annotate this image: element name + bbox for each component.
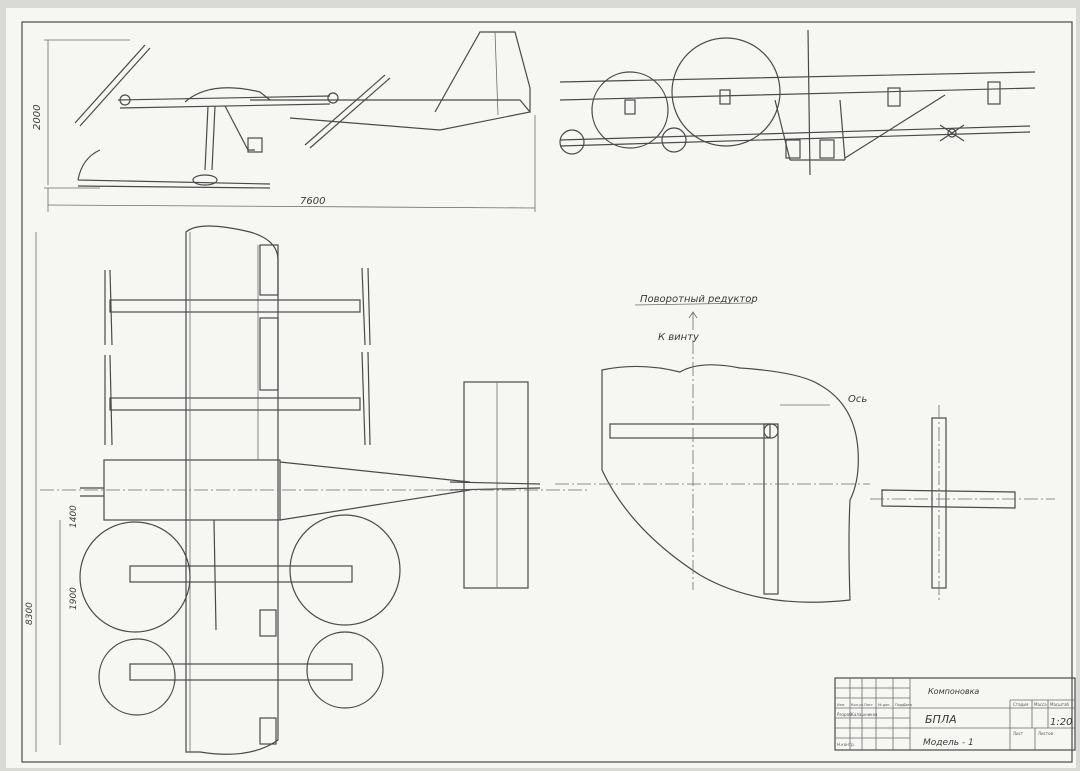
top-tail-boom [279, 461, 471, 521]
top-boom-left [213, 519, 217, 631]
col-sheet: Лист [864, 703, 873, 707]
col-scale: Масштаб [1050, 702, 1070, 707]
top-wheel-rear-left [98, 638, 176, 716]
col-doc: № док. [878, 703, 891, 707]
front-engine-right [819, 139, 835, 159]
gearbox-bevel-gear [763, 423, 779, 439]
side-height-dim: 2000 [32, 105, 43, 130]
top-view: 8300 1900 1400 [25, 225, 590, 755]
top-prop-2 [104, 354, 113, 446]
side-front-propeller-hub [119, 94, 131, 106]
col-sign: Подп. [895, 703, 906, 707]
front-engine-left [785, 139, 801, 159]
shaft-cross-detail [870, 405, 1055, 600]
front-propeller-disc-small [591, 71, 669, 149]
title-block-name: БПЛА [925, 713, 957, 726]
gearbox-title-underline [634, 302, 753, 306]
side-tail-boom [250, 99, 532, 131]
col-stage: Стадия [1013, 702, 1029, 707]
front-small-rotor [939, 124, 965, 142]
top-wheel-gap-dim: 1900 [69, 587, 79, 610]
side-front-propeller-left [74, 44, 146, 124]
side-rear-propeller-edge [309, 77, 391, 149]
side-tail-fin [434, 31, 531, 113]
cross-shaft-horizontal [881, 489, 1016, 509]
col-change: Изм. [837, 703, 845, 707]
developer-name: Калашников [851, 712, 878, 717]
top-span-dim: 8300 [25, 602, 35, 625]
sheets-label: Листов [1038, 731, 1054, 736]
side-strut-right [211, 105, 216, 171]
gearbox-detail: Поворотный редуктор К винту Ось [555, 294, 870, 603]
top-tail-stabilizer [463, 381, 529, 589]
top-fuselage [103, 459, 281, 521]
top-small-dim: 1400 [69, 505, 79, 528]
top-wheel-rear-right [306, 631, 384, 709]
gearbox-housing [601, 364, 859, 603]
axis-label: Ось [848, 394, 867, 405]
side-view: 2000 7600 [32, 31, 536, 212]
to-propeller-arrowhead [688, 311, 698, 319]
side-length-dim-line [47, 204, 536, 209]
title-block-model: Модель - 1 [923, 738, 974, 748]
side-rear-propeller-hub [327, 92, 339, 104]
top-prop-1 [104, 269, 113, 346]
front-fuselage-sides [774, 99, 846, 161]
side-front-propeller-left-edge [79, 47, 151, 127]
side-canopy [184, 87, 271, 103]
side-fin-hinge [494, 31, 499, 116]
col-mass: Масса [1034, 702, 1047, 707]
front-wheel-mid [661, 127, 687, 153]
row-control: Н.контр. [837, 742, 855, 747]
drawing-frame [21, 21, 1073, 763]
col-count: Кол.уч. [851, 703, 864, 707]
gearbox-title: Поворотный редуктор [640, 294, 758, 305]
title-block-scale: 1:20 [1050, 717, 1072, 728]
top-wheel-front-right [289, 514, 401, 626]
front-propeller-disc-large [671, 37, 781, 147]
front-view [559, 29, 1036, 176]
side-length-dim: 7600 [300, 196, 325, 207]
top-axle-front [129, 565, 353, 583]
side-pusher-engine [247, 137, 263, 153]
top-engine-2 [259, 717, 277, 745]
front-wing-beam [559, 71, 1036, 101]
col-date: Дата [903, 703, 912, 707]
top-prop-4 [361, 351, 371, 446]
top-wheel-front-left [79, 521, 191, 633]
front-servo-4 [987, 81, 1001, 105]
side-landing-skid [77, 149, 271, 189]
side-wing-top [117, 95, 331, 101]
top-aileron-1 [259, 244, 279, 296]
top-pylon-rear [109, 397, 361, 411]
front-servo-1 [624, 99, 636, 115]
top-prop-3 [361, 267, 371, 346]
front-small-rotor-hub [947, 128, 957, 138]
front-servo-2 [719, 89, 731, 105]
top-axle-rear [129, 663, 353, 681]
side-nose-wheel [192, 174, 218, 186]
side-strut-left [204, 105, 209, 171]
top-aileron-2 [259, 317, 279, 391]
gearbox-shaft-horizontal [609, 423, 771, 439]
front-servo-3 [887, 87, 901, 107]
paper [6, 8, 1076, 768]
sheet-label: Лист [1013, 731, 1024, 736]
top-pylon-front [109, 299, 361, 313]
front-brace [844, 94, 946, 159]
to-propeller-label: К винту [658, 332, 700, 343]
front-lower-beam [559, 125, 1031, 147]
front-center-mast [807, 29, 811, 176]
top-main-wing [185, 225, 279, 755]
title-block: Изм. Кол.уч. Лист № док. Подп. Дата Разр… [834, 677, 1076, 751]
front-wheel-left [559, 129, 585, 155]
row-developer: Разраб. [837, 712, 853, 717]
top-engine-1 [259, 609, 277, 637]
side-rear-propeller [304, 74, 386, 146]
title-block-frame [834, 677, 1076, 751]
title-block-header: Компоновка [928, 687, 979, 696]
